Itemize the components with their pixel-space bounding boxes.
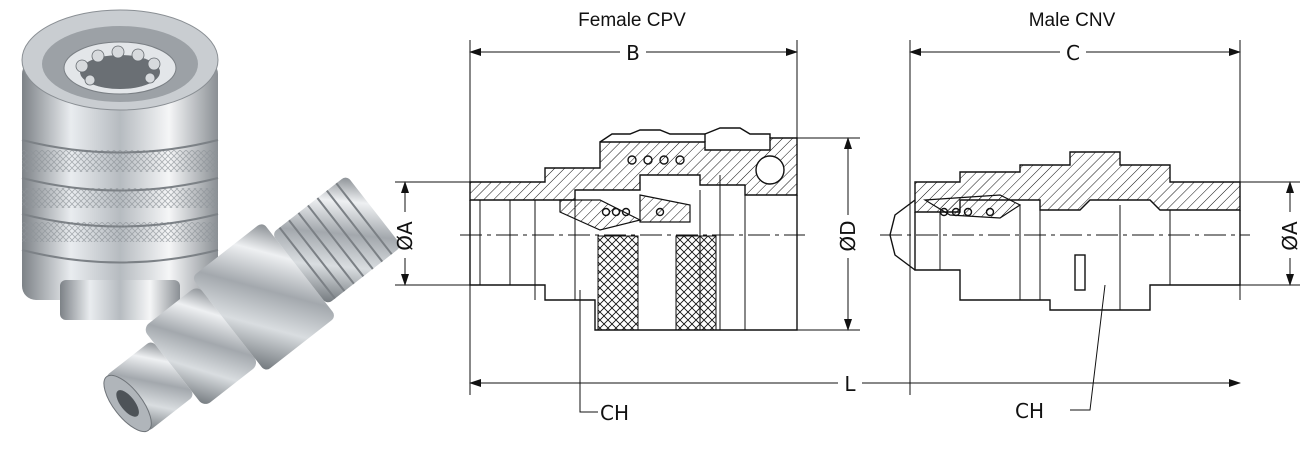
dimension-l-label: L	[844, 372, 856, 396]
dimension-c-label: C	[1066, 41, 1080, 65]
male-title: Male CNV	[1029, 10, 1116, 31]
dimension-a-female-label: ØA	[393, 221, 417, 251]
hex-ch-male-label: CH	[1015, 399, 1044, 423]
male-coupling-photo	[103, 177, 400, 433]
dimension-b-label: B	[626, 41, 640, 65]
dimension-a-male-label: ØA	[1278, 221, 1300, 251]
female-cpv-section	[460, 40, 805, 395]
hex-ch-female-label: CH	[600, 401, 629, 425]
female-title: Female CPV	[578, 10, 686, 31]
female-coupling-photo	[21, 9, 219, 320]
dimension-d-label: ØD	[836, 220, 860, 251]
dimension-lines	[395, 48, 1300, 413]
coupling-product-photo	[21, 9, 400, 433]
male-cnv-section	[880, 40, 1250, 395]
